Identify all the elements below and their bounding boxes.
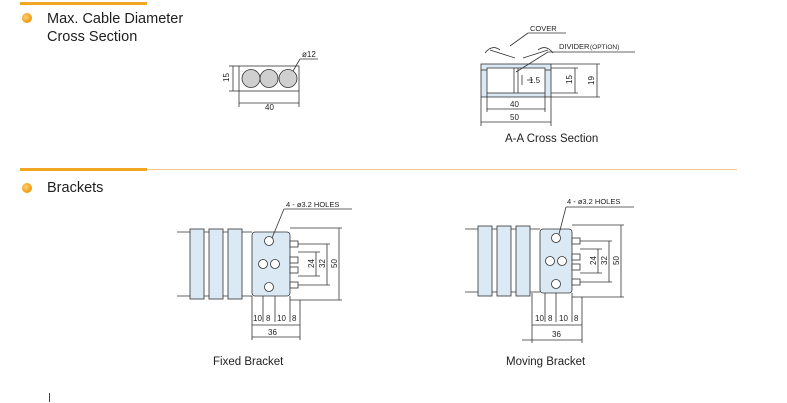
cable-section-title-2: Cross Section (47, 29, 138, 45)
moving-bracket-caption: Moving Bracket (506, 356, 586, 368)
fixed-bracket-caption: Fixed Bracket (213, 356, 284, 368)
brackets-section-title: Brackets (47, 180, 104, 196)
cable-width-label: 40 (265, 103, 274, 112)
section-bullet-icon (22, 13, 32, 23)
fixed-holes-label: 4 - ø3.2 HOLES (286, 200, 339, 209)
moving-holes-label: 4 - ø3.2 HOLES (567, 197, 620, 206)
fixed-dim-total: 36 (268, 328, 277, 337)
fixed-dim-bottom-4: 8 (292, 314, 297, 323)
aa-outer-width-label: 50 (510, 113, 519, 122)
fixed-dim-24: 24 (307, 259, 316, 268)
moving-dim-bottom-1: 10 (535, 314, 544, 323)
section-divider (147, 169, 737, 170)
divider-option-label: (OPTION) (590, 44, 619, 51)
fixed-dim-bottom-2: 8 (266, 314, 271, 323)
aa-outer-height-label: 19 (587, 76, 596, 85)
aa-inner-height-label: 15 (565, 75, 574, 84)
cable-height-label: 15 (222, 73, 231, 82)
divider-label: DIVIDER (559, 42, 590, 51)
cable-diameter-label: ø12 (302, 50, 316, 59)
page-edge-mark (49, 393, 50, 402)
moving-dim-total: 36 (552, 330, 561, 339)
moving-dim-50: 50 (612, 256, 621, 265)
moving-dim-bottom-3: 10 (559, 314, 568, 323)
fixed-dim-bottom-1: 10 (253, 314, 262, 323)
moving-dim-32: 32 (600, 256, 609, 265)
aa-inner-width-label: 40 (510, 100, 519, 109)
fixed-dim-bottom-3: 10 (277, 314, 286, 323)
fixed-dim-32: 32 (318, 259, 327, 268)
moving-dim-bottom-2: 8 (548, 314, 553, 323)
section-bullet-icon (22, 183, 32, 193)
aa-section-caption: A-A Cross Section (505, 133, 599, 145)
aa-gap-label: 1.5 (529, 76, 541, 85)
moving-dim-bottom-4: 8 (574, 314, 579, 323)
fixed-dim-50: 50 (330, 259, 339, 268)
moving-dim-24: 24 (589, 256, 598, 265)
brackets-accent-rule (20, 168, 147, 171)
cable-section-title-1: Max. Cable Diameter (47, 11, 184, 27)
section-accent-rule (20, 2, 147, 5)
cover-label: COVER (530, 24, 557, 33)
